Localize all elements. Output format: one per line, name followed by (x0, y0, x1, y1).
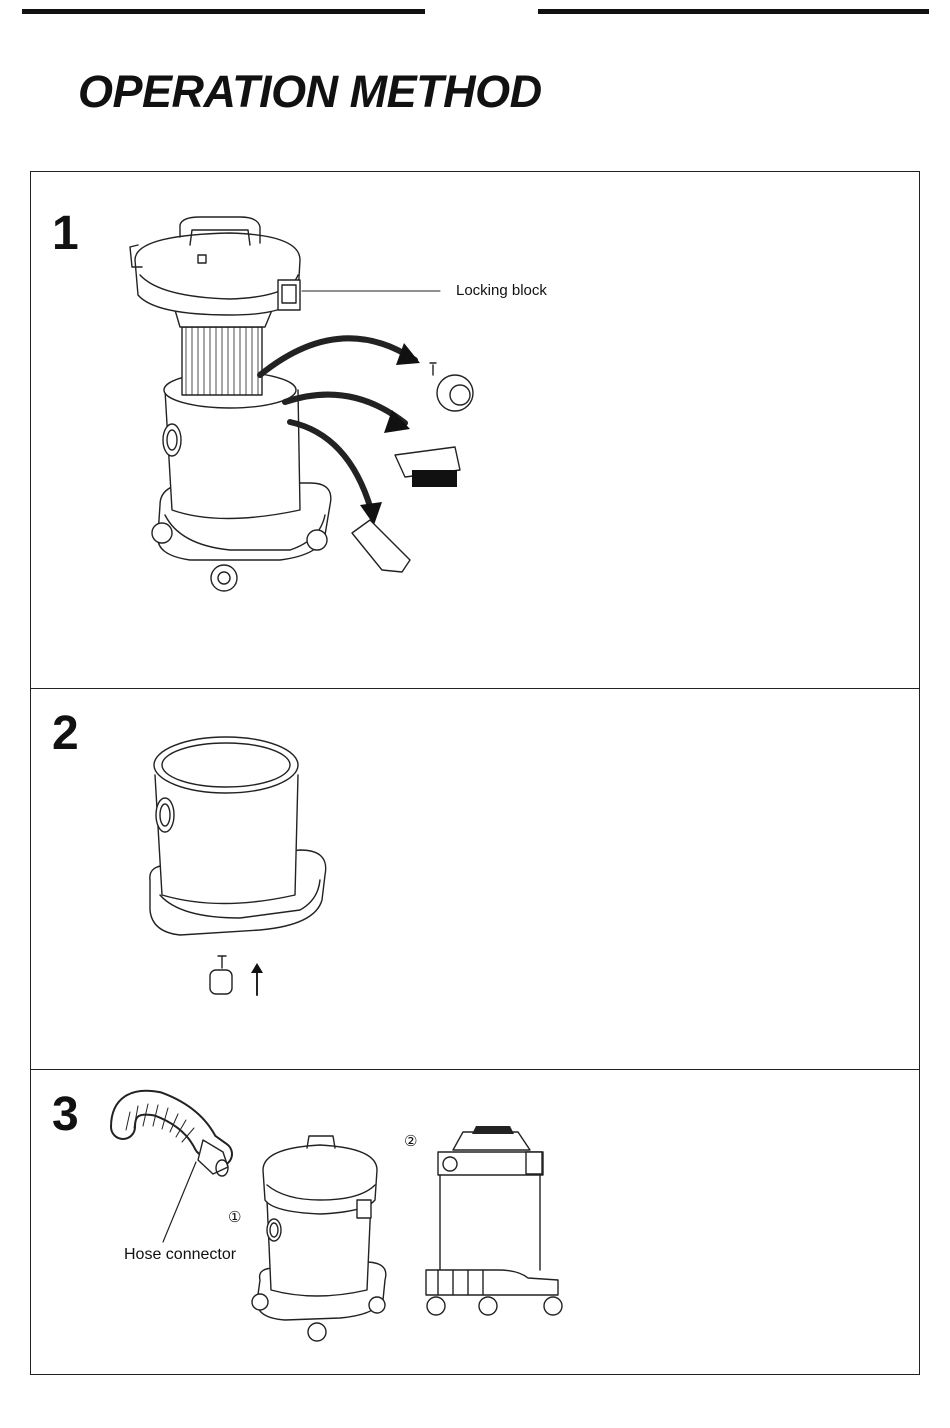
locking-block-label: Locking block (456, 282, 547, 299)
vacuum-cleaner-icon (245, 1130, 400, 1350)
top-rule-left (22, 9, 425, 14)
top-rule-right (538, 9, 929, 14)
step-3-number: 3 (52, 1087, 79, 1142)
vacuum-cleaner-icon (120, 215, 480, 605)
step-2-number: 2 (52, 706, 79, 761)
hose-connector-label: Hose connector (124, 1246, 236, 1264)
hose-icon (118, 1092, 258, 1252)
step-divider (31, 1069, 919, 1070)
step-divider (31, 688, 919, 689)
marker-1: ① (228, 1208, 241, 1226)
vacuum-tank-icon (140, 720, 350, 1005)
page-title: OPERATION METHOD (78, 66, 542, 118)
step-1-number: 1 (52, 206, 79, 261)
marker-2: ② (404, 1132, 417, 1150)
vacuum-cleaner-side-icon (418, 1120, 568, 1320)
